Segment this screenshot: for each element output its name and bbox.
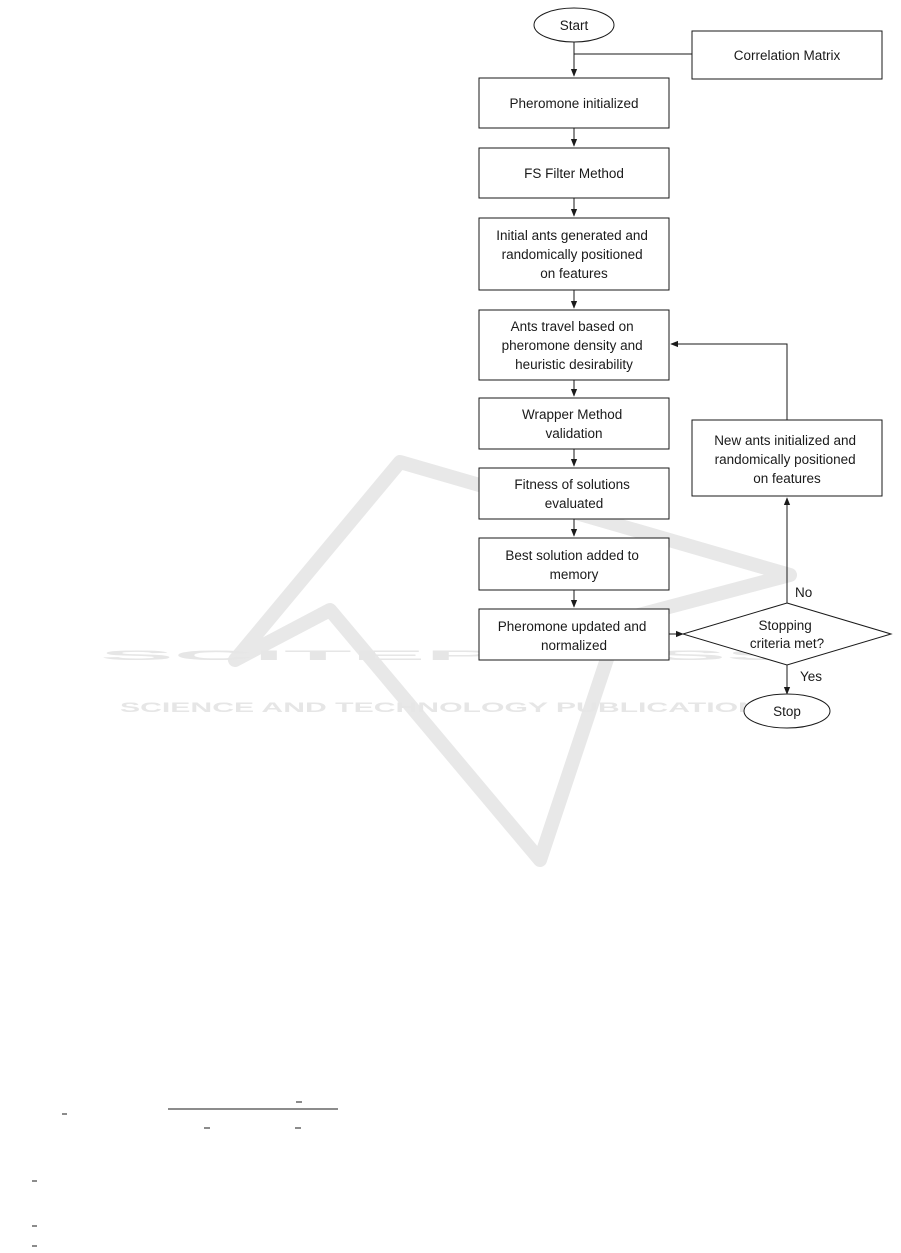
fitness-node: Fitness of solutions evaluated	[478, 467, 670, 520]
stopping-criteria-label: Stopping criteria met?	[750, 618, 824, 651]
flow-edges	[570, 42, 791, 695]
equation-fragments	[32, 1101, 338, 1247]
new-ants-label: New ants initialized and randomically po…	[714, 433, 860, 486]
watermark-main-text: SCITEPRESS	[100, 648, 800, 663]
stopping-criteria-node: Stopping criteria met?	[681, 602, 893, 666]
initial-ants-label: Initial ants generated and randomically …	[496, 228, 651, 281]
branch-label-no: No	[795, 585, 812, 600]
ants-travel-label: Ants travel based on pheromone density a…	[502, 319, 647, 372]
branch-label-yes: Yes	[800, 669, 822, 684]
edge-new-ants-to-ants-travel	[670, 340, 788, 420]
correlation-matrix-label: Correlation Matrix	[734, 48, 841, 63]
wrapper-label: Wrapper Method validation	[522, 407, 626, 441]
initial-ants-node: Initial ants generated and randomically …	[478, 217, 670, 291]
pheromone-update-node: Pheromone updated and normalized	[478, 608, 670, 661]
pheromone-init-label: Pheromone initialized	[509, 96, 638, 111]
start-label: Start	[560, 18, 589, 33]
watermark: SCITEPRESS SCIENCE AND TECHNOLOGY PUBLIC…	[100, 455, 800, 867]
pheromone-init-node: Pheromone initialized	[478, 77, 670, 129]
best-solution-label: Best solution added to memory	[505, 548, 642, 582]
pheromone-update-label: Pheromone updated and normalized	[498, 619, 650, 653]
fs-filter-node: FS Filter Method	[478, 147, 670, 199]
correlation-matrix-node: Correlation Matrix	[691, 30, 883, 80]
new-ants-node: New ants initialized and randomically po…	[691, 419, 883, 497]
stop-node: Stop	[743, 693, 831, 729]
start-node: Start	[533, 7, 615, 43]
fitness-label: Fitness of solutions evaluated	[514, 477, 633, 511]
watermark-sub-text: SCIENCE AND TECHNOLOGY PUBLICATIONS	[120, 700, 780, 715]
wrapper-node: Wrapper Method validation	[478, 397, 670, 450]
stop-label: Stop	[773, 704, 801, 719]
ants-travel-node: Ants travel based on pheromone density a…	[478, 309, 670, 381]
watermark-logo-shape	[228, 455, 797, 867]
fs-filter-label: FS Filter Method	[524, 166, 624, 181]
best-solution-node: Best solution added to memory	[478, 537, 670, 591]
